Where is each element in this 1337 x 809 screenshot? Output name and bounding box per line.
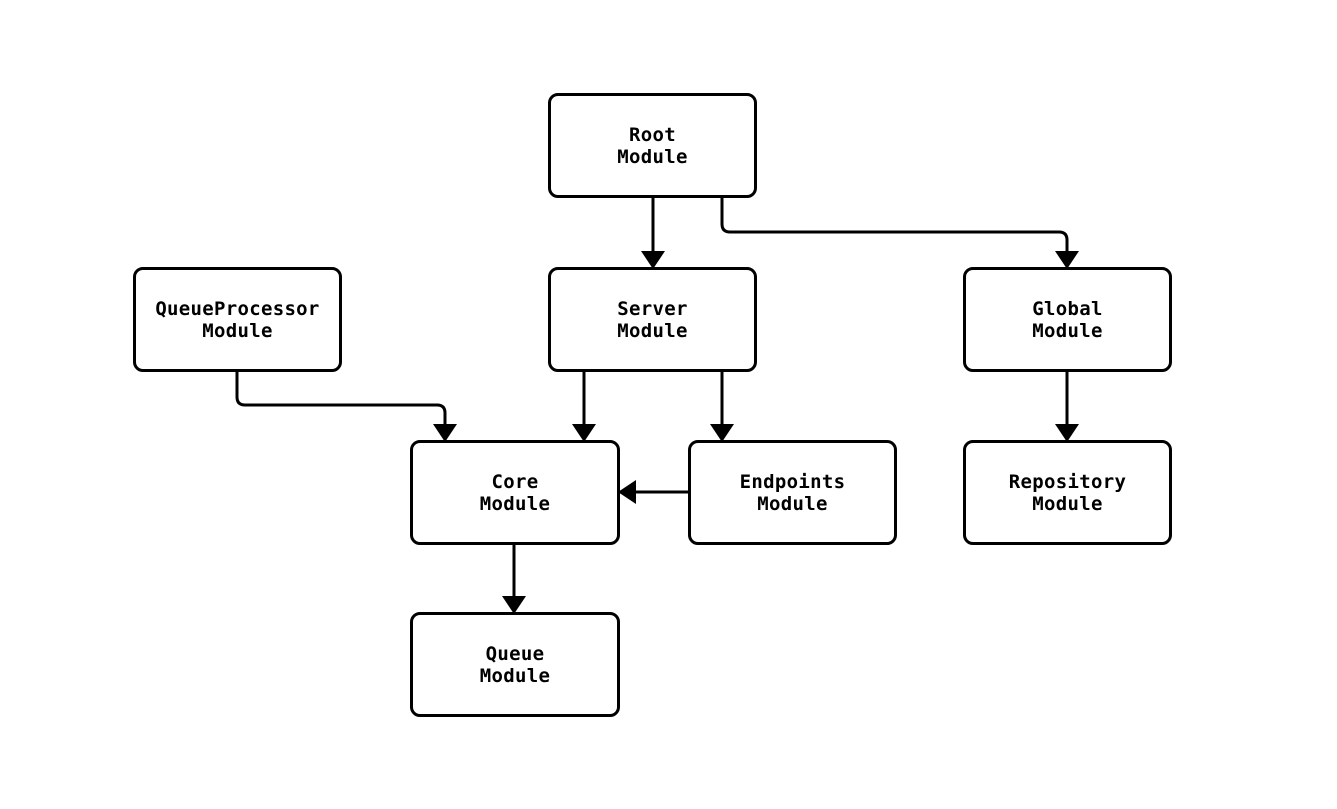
- node-label-line: Module: [202, 319, 273, 342]
- node-label-line: Queue: [485, 642, 545, 665]
- node-label-line: Module: [479, 664, 551, 687]
- node-label-line: QueueProcessor: [155, 297, 320, 320]
- node-label-line: Endpoints: [739, 470, 846, 493]
- node-label-line: Module: [617, 319, 688, 342]
- node-label-line: Core: [491, 470, 539, 493]
- node-label-line: Root: [629, 123, 676, 146]
- node-label-line: Module: [479, 492, 551, 515]
- node-label-line: Module: [1032, 492, 1103, 515]
- node-label-line: Module: [757, 492, 828, 515]
- node-label-line: Global: [1032, 297, 1103, 320]
- node-label-line: Repository: [1008, 470, 1127, 493]
- edge-queueprocessor-to-core: [235, 372, 457, 442]
- node-label-line: Module: [1032, 319, 1103, 342]
- node-label-line: Server: [617, 297, 688, 320]
- node-label-line: Module: [617, 145, 688, 168]
- edge-root-to-global: [720, 198, 1079, 269]
